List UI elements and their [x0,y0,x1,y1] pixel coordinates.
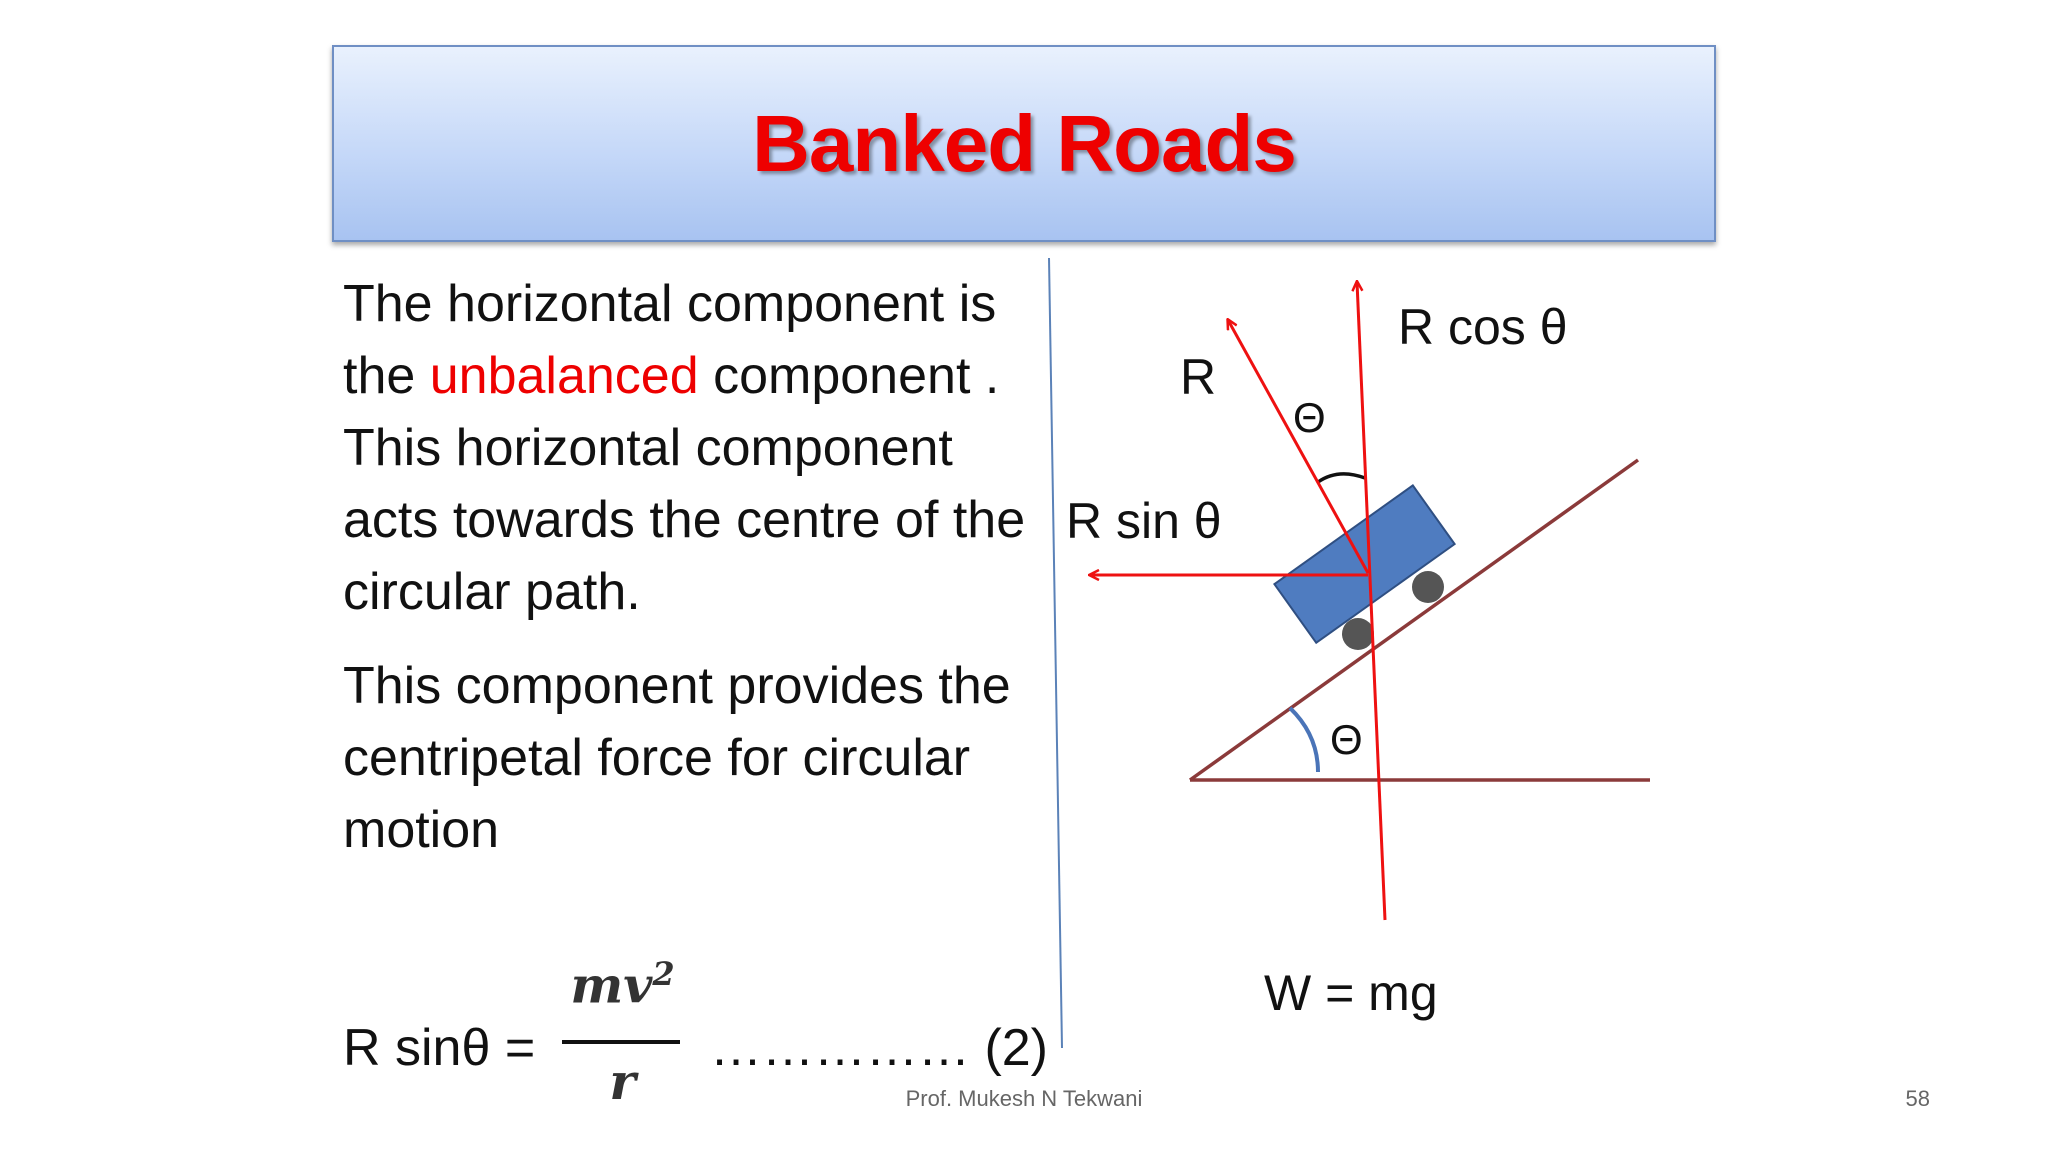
slide-title: Banked Roads [752,98,1297,188]
column-divider [1048,257,1063,1049]
fraction-numerator: mv2 [560,955,685,1015]
label-r: R [1180,349,1217,405]
fraction-bar [562,1040,680,1044]
incline-angle-arc [1288,706,1320,773]
numerator-exponent: 2 [652,955,675,993]
equation-lhs: R sinθ = [343,1019,536,1077]
paragraph-2: This component provides the centripetal … [343,657,1011,859]
label-weight: W = mg [1264,965,1438,1021]
banked-road-line [1188,458,1640,782]
rear-wheel [1412,571,1444,603]
top-angle-arc [1316,472,1366,484]
title-banner: Banked Roads [332,45,1716,242]
label-theta-top: Θ [1293,394,1326,441]
equation-rhs: …………… (2) [710,1019,1048,1077]
reaction-force-arrow [1228,320,1370,574]
vertical-force-arrow [1357,282,1387,921]
front-wheel [1342,618,1374,650]
paragraph-1-before: The horizontal component is the [343,275,997,405]
fraction-denominator: r [609,1052,636,1111]
body-text: The horizontal component is the unbalanc… [343,268,1043,866]
label-theta-incline: Θ [1330,716,1363,763]
label-r-cos-theta: R cos θ [1398,299,1568,355]
footer-author: Prof. Mukesh N Tekwani [905,1086,1143,1111]
numerator-text: mv [570,955,653,1015]
label-r-sin-theta: R sin θ [1066,493,1222,549]
paragraph-1-after: component . This horizontal component ac… [343,347,1026,621]
footer-page-number: 58 [1905,1086,1930,1111]
paragraph-1-highlight: unbalanced [429,347,699,405]
paragraph-1: The horizontal component is the unbalanc… [343,268,1043,628]
